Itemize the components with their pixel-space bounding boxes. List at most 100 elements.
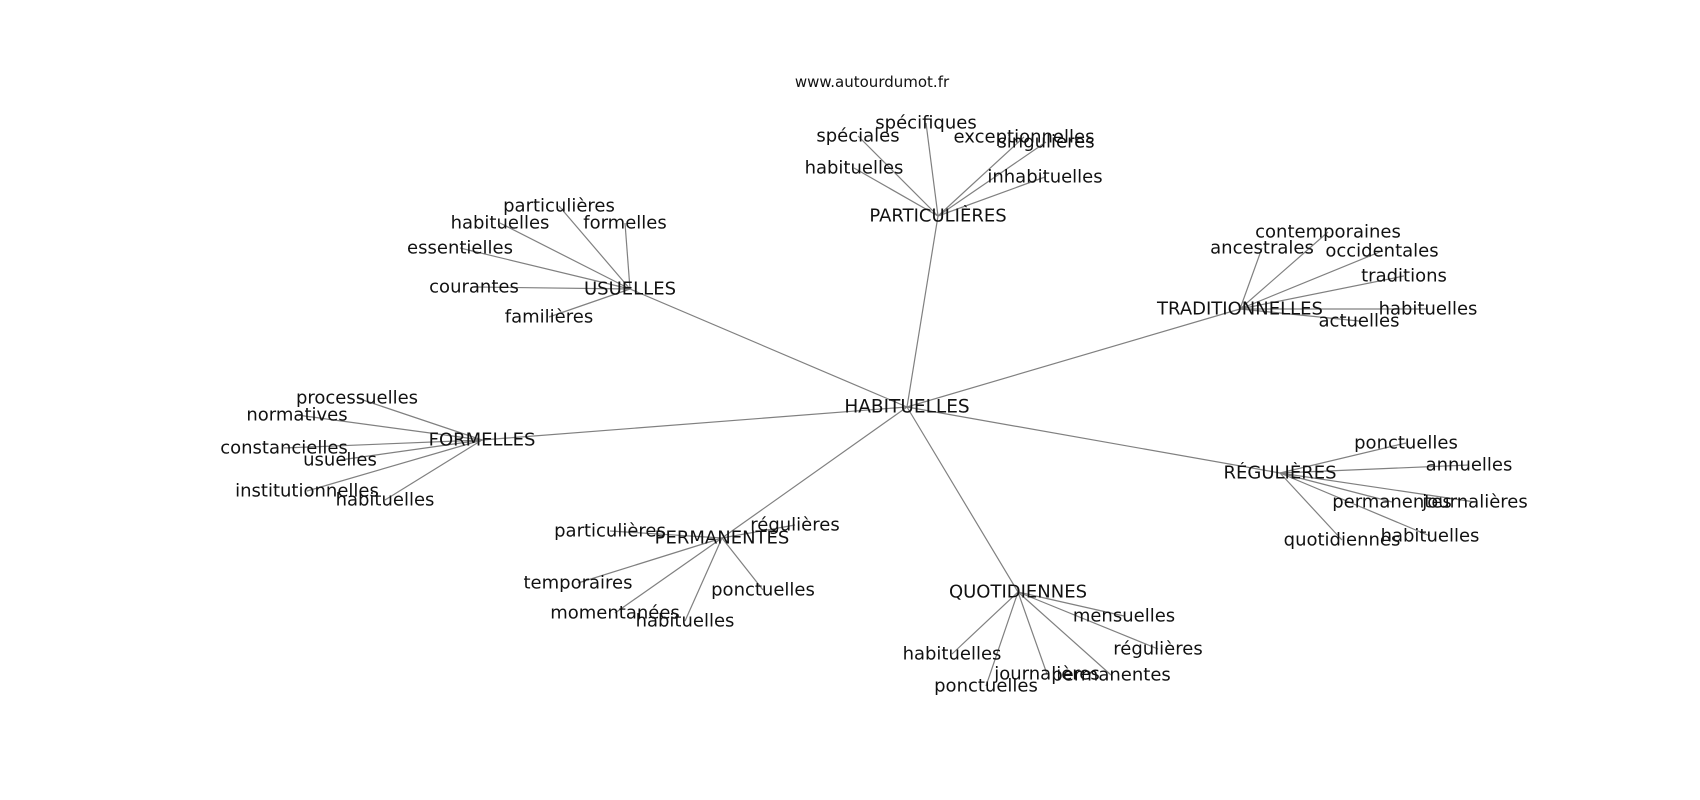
edge-center-quotidiennes (906, 406, 1019, 593)
child-node-regulieres-0[interactable]: ponctuelles (1354, 433, 1458, 454)
edge-usuelles-child-5 (548, 288, 631, 318)
hub-node-quotidiennes[interactable]: QUOTIDIENNES (949, 582, 1087, 603)
child-node-traditionnelles-2[interactable]: occidentales (1325, 241, 1438, 262)
child-node-formelles-0[interactable]: processuelles (296, 388, 418, 409)
edge-particulieres-child-2 (937, 136, 1025, 217)
edge-permanentes-child-1 (721, 524, 796, 539)
hub-node-permanentes[interactable]: PERMANENTES (655, 528, 790, 549)
edge-regulieres-child-0 (1279, 442, 1407, 474)
edge-center-particulieres (906, 215, 939, 408)
edge-regulieres-child-1 (1279, 464, 1470, 474)
child-node-traditionnelles-1[interactable]: ancestrales (1210, 238, 1314, 259)
child-node-permanentes-2[interactable]: temporaires (524, 573, 633, 594)
edge-regulieres-child-3 (1279, 472, 1476, 503)
child-node-particulieres-5[interactable]: inhabituelles (987, 167, 1102, 188)
child-node-quotidiennes-2[interactable]: habituelles (903, 644, 1002, 665)
child-node-permanentes-4[interactable]: momentanées (550, 603, 680, 624)
edge-usuelles-child-1 (499, 222, 631, 290)
child-node-usuelles-2[interactable]: formelles (583, 213, 667, 234)
child-node-traditionnelles-4[interactable]: habituelles (1379, 299, 1478, 320)
edge-usuelles-child-0 (558, 205, 631, 290)
edge-center-formelles (481, 406, 908, 441)
edge-quotidiennes-child-4 (1017, 591, 1112, 676)
edge-usuelles-child-2 (624, 222, 631, 290)
edge-formelles-child-5 (384, 439, 483, 501)
edge-particulieres-child-5 (937, 176, 1046, 217)
child-node-traditionnelles-3[interactable]: traditions (1361, 266, 1447, 287)
edge-particulieres-child-0 (925, 122, 939, 217)
edge-formelles-child-3 (339, 439, 483, 461)
child-node-usuelles-5[interactable]: familières (505, 307, 593, 328)
child-node-formelles-1[interactable]: normatives (246, 405, 347, 426)
child-node-particulieres-0[interactable]: spécifiques (875, 113, 976, 134)
child-node-usuelles-4[interactable]: courantes (429, 277, 519, 298)
edge-permanentes-child-5 (684, 537, 723, 622)
child-node-permanentes-0[interactable]: particulières (554, 521, 666, 542)
child-node-usuelles-1[interactable]: habituelles (451, 213, 550, 234)
edge-permanentes-child-0 (609, 530, 723, 539)
hub-node-formelles[interactable]: FORMELLES (429, 430, 536, 451)
child-node-quotidiennes-3[interactable]: journalières (993, 664, 1099, 685)
edge-quotidiennes-child-1 (1017, 591, 1159, 650)
edge-regulieres-child-2 (1279, 472, 1393, 503)
edge-particulieres-child-4 (853, 167, 939, 217)
edge-permanentes-child-3 (721, 537, 764, 591)
child-node-formelles-5[interactable]: habituelles (336, 490, 435, 511)
edge-traditionnelles-child-5 (1239, 308, 1360, 322)
child-node-permanentes-1[interactable]: régulières (750, 515, 839, 536)
edge-formelles-child-2 (283, 439, 483, 449)
hub-node-regulieres[interactable]: RÉGULIÈRES (1223, 462, 1336, 484)
edge-permanentes-child-2 (577, 537, 723, 584)
child-node-usuelles-0[interactable]: particulières (503, 196, 615, 217)
child-node-quotidiennes-0[interactable]: mensuelles (1073, 606, 1175, 627)
child-node-regulieres-3[interactable]: journalières (1421, 492, 1527, 513)
child-node-quotidiennes-4[interactable]: permanentes (1051, 665, 1171, 686)
child-node-regulieres-2[interactable]: permanentes (1332, 492, 1452, 513)
child-node-particulieres-4[interactable]: habituelles (805, 158, 904, 179)
child-node-traditionnelles-5[interactable]: actuelles (1319, 311, 1400, 332)
edge-center-traditionnelles (906, 308, 1241, 408)
edge-center-usuelles (629, 288, 908, 408)
child-node-particulieres-3[interactable]: singulières (997, 132, 1094, 153)
edge-regulieres-child-5 (1279, 472, 1343, 541)
graph-edges (283, 122, 1476, 687)
hub-node-particulieres[interactable]: PARTICULIÈRES (869, 205, 1006, 227)
edge-usuelles-child-3 (459, 247, 631, 290)
edge-regulieres-child-4 (1279, 472, 1431, 537)
edge-usuelles-child-4 (473, 286, 631, 290)
child-node-formelles-3[interactable]: usuelles (303, 450, 377, 471)
edge-quotidiennes-child-5 (985, 591, 1019, 687)
child-node-permanentes-5[interactable]: habituelles (636, 611, 735, 632)
child-node-formelles-2[interactable]: constancielles (220, 438, 348, 459)
edge-quotidiennes-child-2 (951, 591, 1019, 655)
child-node-traditionnelles-0[interactable]: contemporaines (1255, 222, 1401, 243)
child-node-particulieres-1[interactable]: spéciales (816, 126, 899, 147)
edge-traditionnelles-child-0 (1239, 231, 1329, 310)
edge-center-permanentes (721, 406, 908, 539)
edge-traditionnelles-child-2 (1239, 250, 1383, 310)
child-node-particulieres-2[interactable]: exceptionnelles (954, 127, 1095, 148)
child-node-quotidiennes-5[interactable]: ponctuelles (934, 676, 1038, 697)
edge-traditionnelles-child-3 (1239, 275, 1405, 310)
child-node-formelles-4[interactable]: institutionnelles (235, 481, 379, 502)
child-node-quotidiennes-1[interactable]: régulières (1113, 639, 1202, 660)
edge-traditionnelles-child-1 (1239, 247, 1263, 310)
child-node-permanentes-3[interactable]: ponctuelles (711, 580, 815, 601)
hub-node-traditionnelles[interactable]: TRADITIONNELLES (1156, 299, 1323, 320)
child-node-regulieres-1[interactable]: annuelles (1426, 455, 1513, 476)
child-node-regulieres-5[interactable]: quotidiennes (1284, 530, 1401, 551)
edge-particulieres-child-1 (857, 135, 939, 217)
edge-quotidiennes-child-3 (1017, 591, 1048, 675)
hub-node-usuelles[interactable]: USUELLES (584, 279, 676, 300)
center-node[interactable]: HABITUELLES (844, 397, 969, 418)
edge-center-regulieres (906, 406, 1281, 474)
child-node-regulieres-4[interactable]: habituelles (1381, 526, 1480, 547)
edge-formelles-child-4 (306, 439, 483, 492)
edge-quotidiennes-child-0 (1017, 591, 1125, 617)
edge-formelles-child-0 (356, 397, 483, 441)
child-node-usuelles-3[interactable]: essentielles (407, 238, 513, 259)
edge-permanentes-child-4 (614, 537, 723, 614)
